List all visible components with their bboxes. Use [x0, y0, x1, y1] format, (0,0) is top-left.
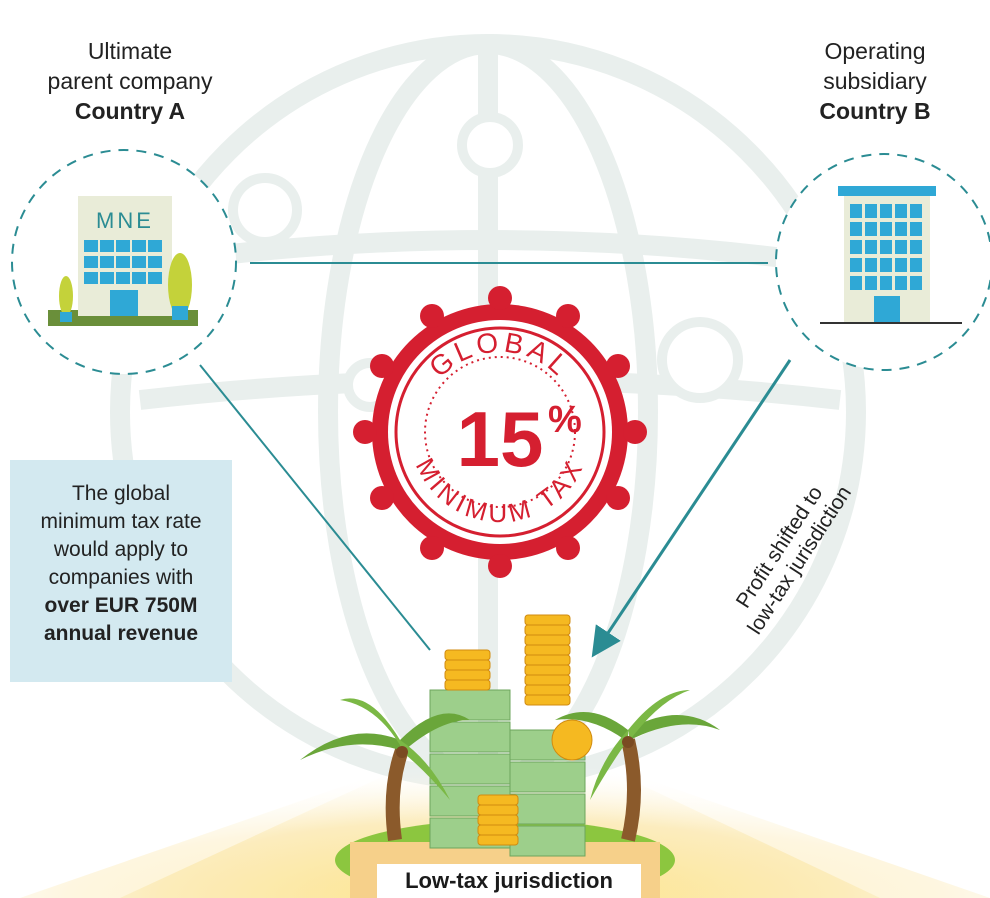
profit-shift-arrow: [591, 359, 792, 658]
info-line1: The global: [71, 482, 171, 505]
parent-line2: parent company: [47, 68, 213, 94]
country-b-label: Country B: [819, 98, 931, 124]
global-minimum-tax-stamp: GLOBAL MINIMUM TAX 15 %: [353, 286, 647, 578]
info-line3: would apply to: [53, 538, 189, 561]
parent-company-label: Ultimate parent company Country A: [10, 36, 250, 126]
connector-a-island: [199, 364, 431, 651]
subsidiary-label: Operating subsidiary Country B: [765, 36, 985, 126]
subsidiary-line2: subsidiary: [823, 68, 927, 94]
info-box: The global minimum tax rate would apply …: [10, 460, 232, 682]
country-a-label: Country A: [74, 98, 186, 124]
palm-tree-right: [555, 690, 720, 842]
info-bold1: over EUR 750M: [44, 594, 198, 617]
info-line4: companies with: [48, 566, 194, 589]
info-line2: minimum tax rate: [40, 510, 202, 533]
mne-sign: MNE: [96, 208, 154, 233]
low-tax-jurisdiction-label: Low-tax jurisdiction: [377, 864, 641, 898]
subsidiary-line1: Operating: [824, 38, 926, 64]
parent-line1: Ultimate: [87, 38, 173, 64]
palm-tree-left: [300, 698, 470, 841]
parent-building-icon: MNE: [48, 196, 198, 326]
stamp-rate: 15: [457, 395, 544, 483]
globe-nodes: [228, 112, 743, 412]
stamp-percent: %: [548, 399, 582, 441]
subsidiary-building-icon: [820, 186, 962, 324]
info-bold2: annual revenue: [43, 622, 199, 645]
